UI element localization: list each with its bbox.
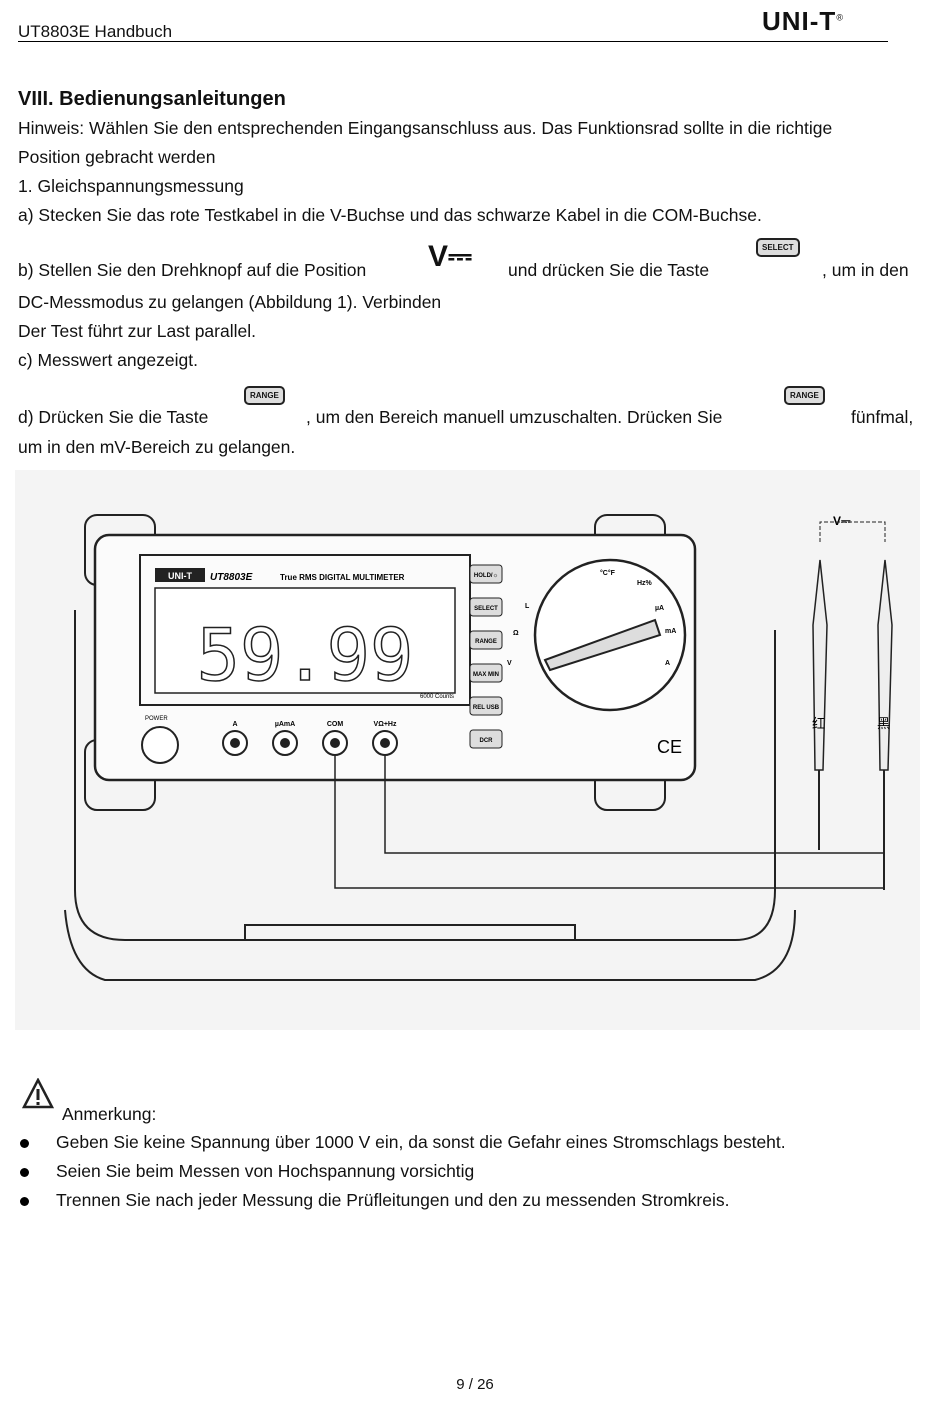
meter-btn-6: DCR: [480, 738, 494, 744]
page-number: 9 / 26: [456, 1376, 494, 1393]
bullet-icon: [20, 1168, 29, 1177]
bullet-icon: [20, 1139, 29, 1148]
step-b-line2: DC-Messmodus zu gelangen (Abbildung 1). …: [18, 292, 442, 312]
step-c: c) Messwert angezeigt.: [18, 350, 198, 370]
step-b-text2: und drücken Sie die Taste: [508, 260, 710, 280]
svg-text:红: 红: [812, 716, 825, 732]
notes-title: Anmerkung:: [62, 1104, 157, 1124]
stand-outline: [74, 610, 776, 941]
svg-text:mA: mA: [665, 628, 676, 635]
meter-btn-5: REL USB: [473, 705, 500, 711]
step-d-line2: um in den mV-Bereich zu gelangen.: [18, 437, 296, 457]
probe-voltage-label: V⎓: [833, 514, 851, 528]
meter-btn-1: HOLD/☼: [474, 573, 498, 579]
section-heading: VIII. Bedienungsanleitungen: [18, 88, 286, 110]
svg-text:COM: COM: [327, 721, 344, 728]
bullet-icon: [20, 1197, 29, 1206]
red-lead-wire: [384, 755, 885, 854]
note-item: Seien Sie beim Messen von Hochspannung v…: [20, 1161, 920, 1185]
step-a: a) Stecken Sie das rote Testkabel in die…: [18, 205, 762, 225]
brand-logo: UNI-T®: [762, 6, 844, 36]
svg-text:°C°F: °C°F: [600, 569, 616, 577]
step-d-text3: fünfmal,: [851, 407, 914, 427]
svg-text:黑: 黑: [877, 717, 890, 732]
voltage-position-icon: V⎓: [428, 240, 472, 273]
lcd-reading: 59.99: [197, 613, 414, 697]
step-title: 1. Gleichspannungsmessung: [18, 176, 244, 196]
meter-brand: UNI-T: [168, 571, 192, 581]
svg-text:µA: µA: [655, 605, 664, 612]
step-d-text2: , um den Bereich manuell umzuschalten. D…: [306, 407, 723, 427]
note-item: Geben Sie keine Spannung über 1000 V ein…: [20, 1132, 920, 1156]
range-key-icon-2: RANGE: [784, 386, 825, 405]
select-key-icon: SELECT: [756, 238, 800, 257]
svg-text:POWER: POWER: [145, 716, 168, 722]
multimeter-figure: UNI-T UT8803E True RMS DIGITAL MULTIMETE…: [15, 470, 920, 1030]
meter-btn-2: SELECT: [474, 606, 498, 612]
svg-text:V: V: [507, 660, 512, 667]
note-line-2: Position gebracht werden: [18, 147, 216, 167]
meter-btn-3: RANGE: [475, 639, 497, 645]
warning-icon: [22, 1078, 54, 1109]
svg-text:VΩ+Hz: VΩ+Hz: [374, 721, 397, 728]
meter-btn-4: MAX MIN: [473, 672, 499, 678]
note-item: Trennen Sie nach jeder Messung die Prüfl…: [20, 1190, 920, 1214]
step-b-line3: Der Test führt zur Last parallel.: [18, 321, 256, 341]
black-lead-wire: [334, 755, 885, 889]
meter-model: UT8803E: [210, 572, 253, 583]
lcd-counts: 6000 Counts: [420, 694, 454, 700]
svg-text:A: A: [232, 721, 237, 728]
step-d-text1: d) Drücken Sie die Taste: [18, 407, 209, 427]
svg-text:Ω: Ω: [513, 630, 519, 637]
svg-text:Hz%: Hz%: [637, 580, 653, 587]
ce-mark: CE: [657, 737, 682, 757]
svg-text:µAmA: µAmA: [275, 721, 295, 728]
meter-subtitle: True RMS DIGITAL MULTIMETER: [280, 573, 405, 582]
step-b-text1: b) Stellen Sie den Drehknopf auf die Pos…: [18, 260, 367, 280]
note-line-1: Hinweis: Wählen Sie den entsprechenden E…: [18, 118, 833, 138]
document-header-title: UT8803E Handbuch: [18, 22, 173, 41]
power-button: [141, 726, 179, 764]
header-divider: [18, 41, 888, 42]
range-key-icon: RANGE: [244, 386, 285, 405]
lcd-display: [154, 587, 456, 694]
svg-text:A: A: [665, 660, 670, 667]
step-b-text3: , um in den: [822, 260, 909, 280]
function-dial: [533, 558, 687, 712]
svg-text:L: L: [525, 603, 530, 610]
